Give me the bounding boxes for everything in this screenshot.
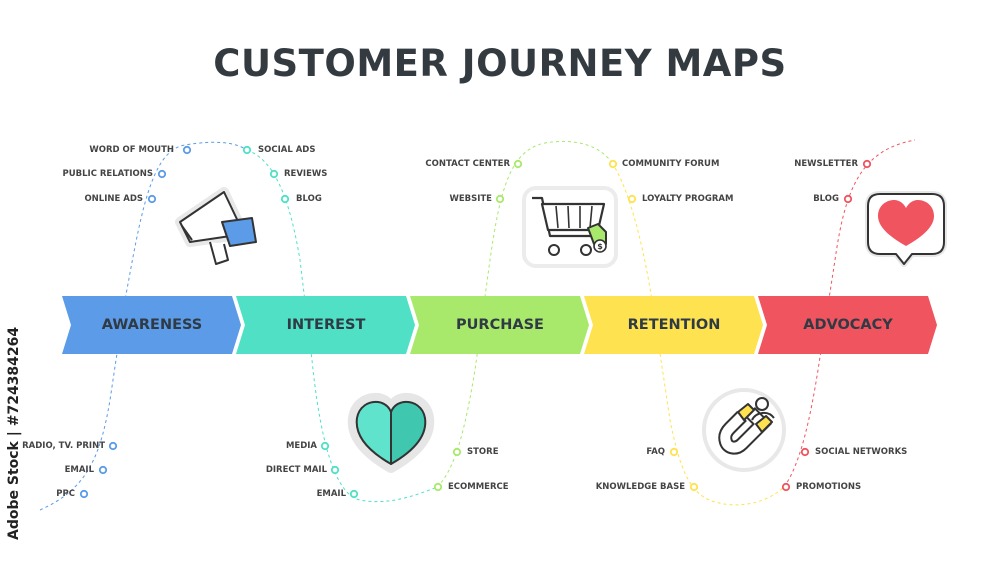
retention-curve bbox=[611, 162, 785, 506]
dot-direct-mail bbox=[330, 465, 340, 475]
touchpoint-label: REVIEWS bbox=[284, 169, 328, 179]
heart-speech-bubble-icon bbox=[865, 191, 947, 267]
touchpoint-label: ONLINE ADS bbox=[84, 194, 143, 204]
stage-label-retention: RETENTION bbox=[627, 317, 721, 333]
awareness-curve bbox=[39, 141, 248, 511]
dot-contact-center bbox=[513, 159, 523, 169]
touchpoint-label: SOCIAL NETWORKS bbox=[815, 447, 908, 457]
touchpoint-label: DIRECT MAIL bbox=[265, 465, 327, 475]
advocacy-curve bbox=[783, 139, 916, 488]
stage-label-awareness: AWARENESS bbox=[101, 317, 203, 333]
stage-label-interest: INTEREST bbox=[286, 317, 366, 333]
touchpoint-label: COMMUNITY FORUM bbox=[622, 159, 720, 169]
touchpoint-label: EMAIL bbox=[316, 489, 346, 499]
shopping-cart-icon: $ bbox=[522, 186, 618, 268]
dot-store bbox=[452, 447, 462, 457]
dot-word-of-mouth bbox=[182, 145, 192, 155]
dot-social-ads bbox=[242, 145, 252, 155]
touchpoint-label: LOYALTY PROGRAM bbox=[642, 194, 734, 204]
purchase-dots bbox=[433, 159, 523, 492]
stage-label-purchase: PURCHASE bbox=[456, 317, 544, 333]
dot-ecommerce bbox=[433, 482, 443, 492]
interest-dots bbox=[242, 145, 359, 499]
dot-public-relations bbox=[157, 169, 167, 179]
megaphone-icon bbox=[175, 187, 257, 265]
dot-reviews bbox=[269, 169, 279, 179]
heart-icon bbox=[347, 392, 435, 473]
touchpoint-label: EMAIL bbox=[64, 465, 94, 475]
stage-label-advocacy: ADVOCACY bbox=[803, 317, 893, 333]
dot-knowledge-base bbox=[689, 482, 699, 492]
svg-text:$: $ bbox=[597, 242, 603, 251]
dot-online-ads bbox=[147, 194, 157, 204]
dot-faq bbox=[669, 447, 679, 457]
touchpoint-label: ECOMMERCE bbox=[448, 482, 509, 492]
touchpoint-label: KNOWLEDGE BASE bbox=[595, 482, 685, 492]
stage-chevron-awareness bbox=[62, 296, 241, 354]
page-title: CUSTOMER JOURNEY MAPS bbox=[213, 42, 787, 85]
purchase-curve bbox=[436, 140, 613, 488]
dot-ppc bbox=[79, 489, 89, 499]
dot-email bbox=[98, 465, 108, 475]
advocacy-dots bbox=[781, 159, 872, 492]
magnet-icon bbox=[702, 388, 786, 472]
touchpoint-label: CONTACT CENTER bbox=[425, 159, 510, 169]
touchpoint-label: RADIO, TV. PRINT bbox=[22, 441, 105, 451]
touchpoint-label: BLOG bbox=[296, 194, 322, 204]
touchpoint-label: MEDIA bbox=[285, 441, 317, 451]
touchpoint-label: WORD OF MOUTH bbox=[89, 145, 174, 155]
stage-chevron-purchase bbox=[410, 296, 589, 354]
dot-blog bbox=[843, 194, 853, 204]
dot-media bbox=[320, 441, 330, 451]
touchpoint-label: PROMOTIONS bbox=[796, 482, 862, 492]
dot-radio-tv-print bbox=[108, 441, 118, 451]
dot-social-networks bbox=[800, 447, 810, 457]
dot-community-forum bbox=[608, 159, 618, 169]
touchpoint-label: WEBSITE bbox=[449, 194, 492, 204]
stage-chevron-interest bbox=[236, 296, 415, 354]
touchpoint-label: SOCIAL ADS bbox=[258, 145, 316, 155]
touchpoint-label: PPC bbox=[56, 489, 75, 499]
dot-email bbox=[349, 489, 359, 499]
dot-loyalty-program bbox=[627, 194, 637, 204]
touchpoint-label: STORE bbox=[467, 447, 499, 457]
dot-newsletter bbox=[862, 159, 872, 169]
dot-website bbox=[495, 194, 505, 204]
stage-chevron-retention bbox=[584, 296, 763, 354]
interest-curve bbox=[246, 149, 438, 503]
stage-chevron-advocacy bbox=[758, 296, 937, 354]
dot-promotions bbox=[781, 482, 791, 492]
touchpoint-label: BLOG bbox=[813, 194, 839, 204]
touchpoint-label: FAQ bbox=[646, 447, 665, 457]
touchpoint-label: PUBLIC RELATIONS bbox=[62, 169, 154, 179]
dot-blog bbox=[280, 194, 290, 204]
retention-dots bbox=[608, 159, 699, 492]
awareness-dots bbox=[79, 145, 192, 499]
touchpoint-label: NEWSLETTER bbox=[794, 159, 858, 169]
